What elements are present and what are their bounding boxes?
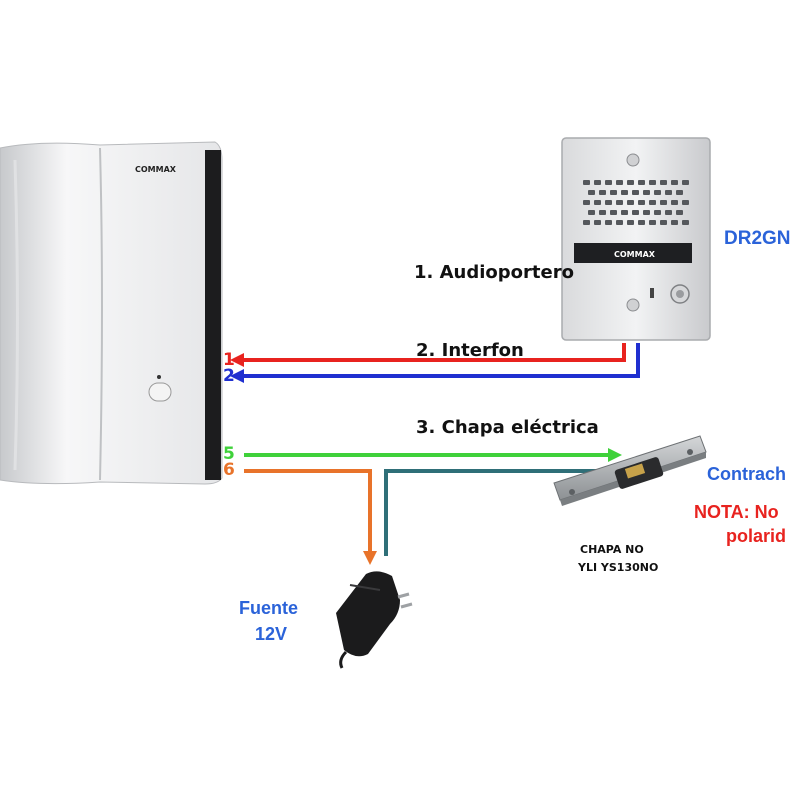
terminal-2-label: 2 (223, 366, 235, 386)
led-indicator-icon (157, 375, 161, 379)
wire-2-blue (236, 343, 640, 378)
strike-model-line2: YLI YS130NO (578, 561, 659, 574)
nameplate-bar (574, 243, 692, 263)
strike-note-line1: NOTA: No (694, 502, 779, 522)
terminal-5-label: 5 (223, 444, 235, 464)
door-open-button[interactable] (148, 382, 172, 402)
bell-symbol-icon (650, 288, 654, 298)
wire-5-arrowhead-icon (608, 448, 622, 462)
wire-6-orange (244, 469, 372, 556)
screw-top-icon (626, 153, 640, 167)
strike-note-line2: polarid (726, 526, 787, 546)
wire-return-teal (384, 469, 622, 556)
strike-label: Contrach (707, 464, 787, 484)
wire-1-arrowhead-icon (230, 353, 244, 367)
power-label-line1: Fuente (239, 598, 299, 618)
step-interfon-label: 2. Interfon (416, 340, 524, 361)
screw-bottom-icon (626, 298, 640, 312)
handset-brand-logo: COMMAX (135, 165, 177, 174)
step-chapa-label: 3. Chapa eléctrica (416, 417, 599, 438)
terminal-1-label: 1 (223, 350, 235, 370)
speaker-grille (583, 180, 689, 225)
door-station-unit: COMMAX (561, 137, 711, 341)
wire-1-red (236, 343, 626, 362)
power-adapter (336, 571, 413, 669)
door-station-brand-logo: COMMAX (614, 250, 656, 259)
door-station-model-label: DR2GN (724, 228, 791, 249)
plug-prong-icon (397, 592, 410, 599)
wiring (230, 343, 640, 565)
step-audioportero-label: 1. Audioportero (414, 262, 574, 283)
wire-2-arrowhead-icon (230, 369, 244, 383)
power-label-line2: 12V (255, 624, 288, 644)
handset-unit: COMMAX (0, 141, 223, 485)
electric-strike (553, 435, 707, 506)
terminal-6-label: 6 (223, 460, 235, 480)
strike-model-line1: CHAPA NO (580, 543, 644, 556)
wire-6-arrowhead-icon (363, 551, 377, 565)
